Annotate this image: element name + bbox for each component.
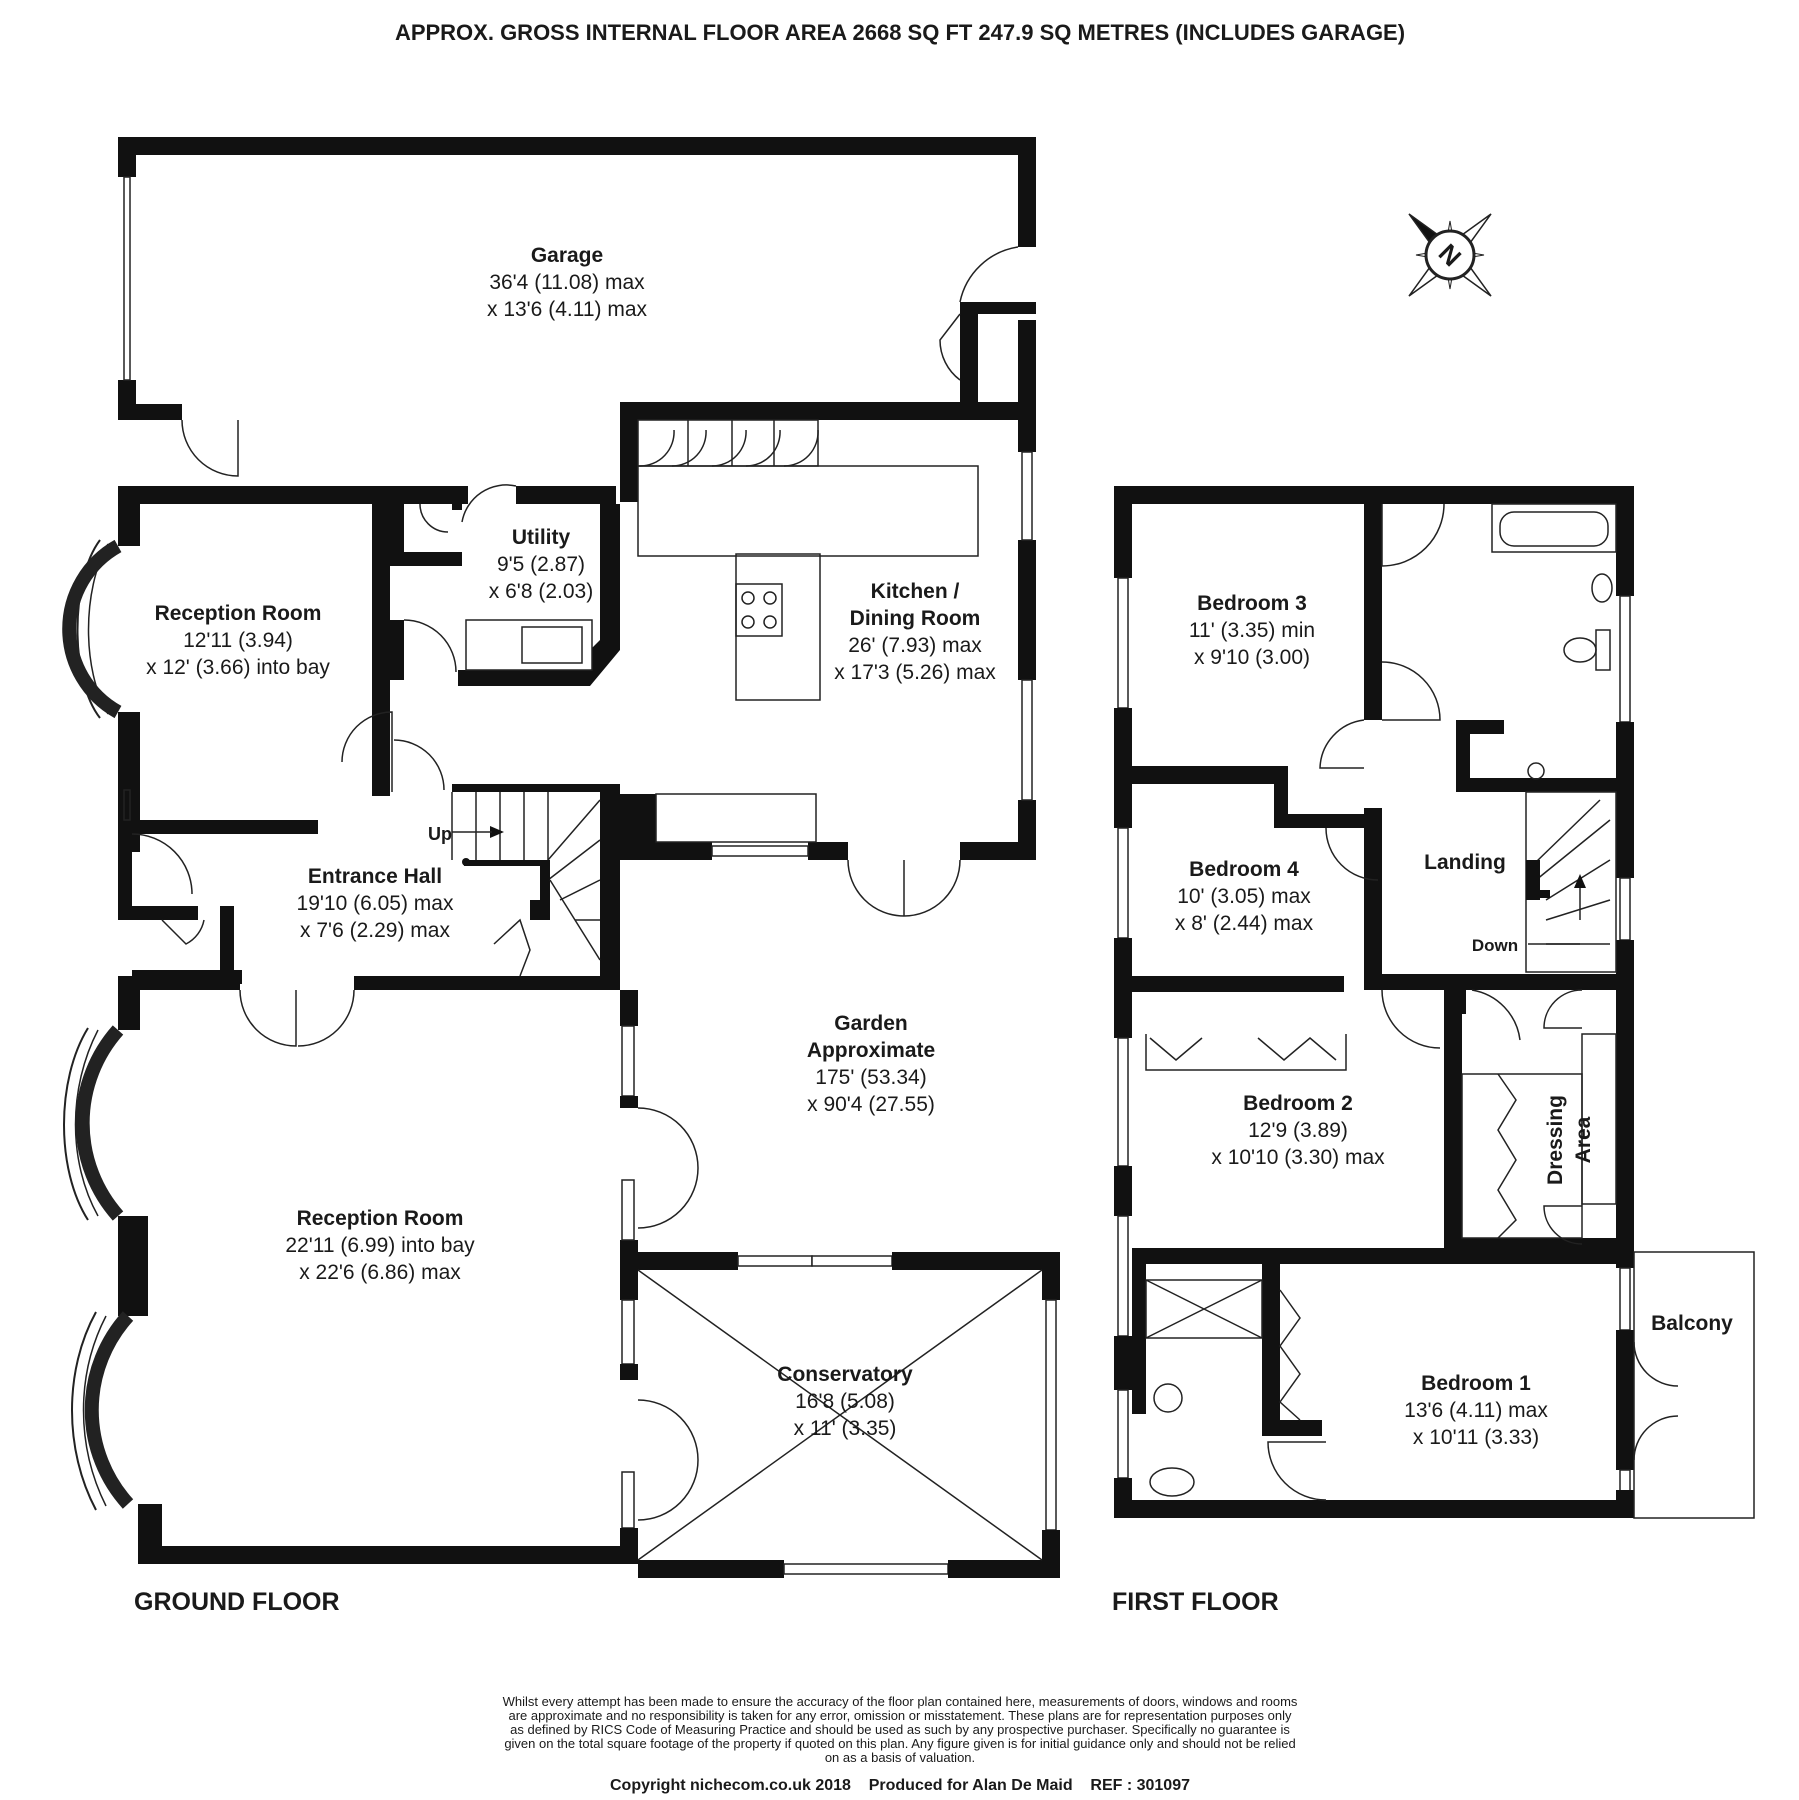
utility-dimension-1: 9'5 (2.87) [497,553,585,576]
kitchen-label-line-2: Dining Room [850,607,981,630]
garage-dimension-2: x 13'6 (4.11) max [487,298,648,321]
bedroom-4-dimension-2: x 8' (2.44) max [1175,912,1314,935]
disclaimer-line-1: Whilst every attempt has been made to en… [503,1694,1298,1709]
first-floor-title: FIRST FLOOR [1112,1588,1279,1616]
disclaimer-line-4: given on the total square footage of the… [504,1736,1295,1751]
reception-room-2-label: Reception Room [297,1207,464,1230]
bedroom-4-dimension-1: 10' (3.05) max [1177,885,1311,908]
ground-floor-plan [62,137,1060,1578]
bedroom-2-dimension-2: x 10'10 (3.30) max [1211,1146,1385,1169]
garage-dimension-1: 36'4 (11.08) max [489,271,645,294]
stairs-up-label: Up [428,824,452,844]
kitchen-label-line-1: Kitchen / [871,580,960,603]
landing-label: Landing [1424,851,1506,874]
bedroom-3-dimension-1: 11' (3.35) min [1189,619,1315,642]
utility-dimension-2: x 6'8 (2.03) [489,580,593,603]
bedroom-2-dimension-1: 12'9 (3.89) [1248,1119,1348,1142]
kitchen-dimension-1: 26' (7.93) max [848,634,982,657]
garden-dimension-1: 175' (53.34) [815,1066,926,1089]
stairs-down-label: Down [1472,936,1518,955]
bedroom-1-label: Bedroom 1 [1421,1372,1531,1395]
gross-area-title: APPROX. GROSS INTERNAL FLOOR AREA 2668 S… [395,20,1405,45]
bedroom-1-dimension-2: x 10'11 (3.33) [1413,1426,1539,1449]
copyright-line: Copyright nichecom.co.uk 2018 Produced f… [610,1777,1190,1794]
reception-room-2-dimension-1: 22'11 (6.99) into bay [285,1234,475,1257]
dressing-area-label-line-1: Dressing [1544,1095,1567,1185]
reception-room-1-label: Reception Room [155,602,322,625]
bedroom-3-dimension-2: x 9'10 (3.00) [1194,646,1310,669]
first-floor-plan [1114,486,1755,1519]
conservatory-dimension-1: 16'8 (5.08) [795,1390,895,1413]
reception-room-1-dimension-1: 12'11 (3.94) [183,629,293,652]
compass-icon: N [1408,213,1492,297]
entrance-hall-label: Entrance Hall [308,865,442,888]
bedroom-4-label: Bedroom 4 [1189,858,1299,881]
disclaimer-block: Whilst every attempt has been made to en… [503,1694,1298,1765]
garden-label-line-2: Approximate [807,1039,935,1062]
garage-label: Garage [531,244,603,267]
conservatory-dimension-2: x 11' (3.35) [794,1417,897,1440]
utility-label: Utility [512,526,571,549]
reception-room-1-dimension-2: x 12' (3.66) into bay [146,656,330,679]
bedroom-2-label: Bedroom 2 [1243,1092,1353,1115]
ground-floor-title: GROUND FLOOR [134,1588,340,1616]
entrance-hall-dimension-2: x 7'6 (2.29) max [300,919,450,942]
disclaimer-line-2: are approximate and no responsibility is… [508,1708,1292,1723]
bedroom-1-dimension-1: 13'6 (4.11) max [1404,1399,1548,1422]
conservatory-label: Conservatory [777,1363,913,1386]
garden-label-line-1: Garden [834,1012,908,1035]
disclaimer-line-5: on as a basis of valuation. [825,1750,975,1765]
kitchen-dimension-2: x 17'3 (5.26) max [834,661,996,684]
garden-dimension-2: x 90'4 (27.55) [807,1093,935,1116]
reception-room-2-dimension-2: x 22'6 (6.86) max [299,1261,461,1284]
bedroom-3-label: Bedroom 3 [1197,592,1307,615]
disclaimer-line-3: as defined by RICS Code of Measuring Pra… [510,1722,1290,1737]
entrance-hall-dimension-1: 19'10 (6.05) max [297,892,454,915]
dressing-area-label-line-2: Area [1572,1116,1595,1163]
balcony-label: Balcony [1651,1312,1733,1335]
